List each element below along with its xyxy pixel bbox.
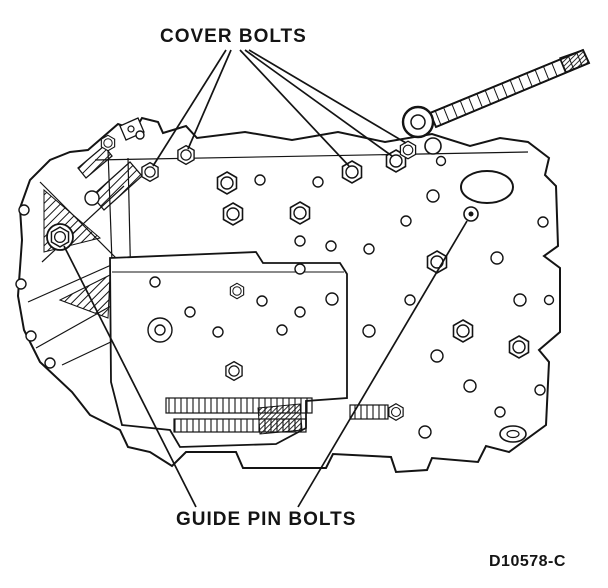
bolt-hole [463, 379, 477, 393]
bracket-pin [127, 125, 135, 133]
bolt-hole [513, 293, 527, 307]
bolt-hole [294, 263, 306, 275]
bolt-hole [430, 349, 444, 363]
valve-body-casting [16, 116, 561, 474]
cover-bolt [216, 171, 238, 195]
cover-bolts-leader [187, 49, 232, 150]
bolt-hole [362, 324, 376, 338]
cover-bolt [177, 144, 195, 166]
cover-bolt [399, 140, 417, 160]
bolt-hole [294, 235, 306, 247]
bolt-hole [490, 251, 504, 265]
hex-bolt [100, 134, 116, 152]
lever-bracket [77, 145, 113, 179]
bolt-hole [149, 276, 161, 288]
large-oval-opening [460, 170, 514, 204]
bolt-hole [494, 406, 506, 418]
cover-bolts-leader [244, 49, 393, 157]
accumulator-pin [154, 324, 166, 336]
bolt-holes [15, 130, 555, 439]
cover-bolts-label: COVER BOLTS [160, 26, 307, 47]
cover-bolts-leader [239, 49, 350, 167]
bolt-hole [426, 189, 440, 203]
wrench-head [401, 105, 435, 139]
guide-pin-left [46, 223, 74, 251]
bolt-hole [363, 243, 375, 255]
bolt-hole [212, 326, 224, 338]
guide-pin-leader [63, 245, 197, 508]
cover-bolts-leader [152, 49, 227, 167]
ratchet-knob [424, 137, 442, 155]
bolt-hole [418, 425, 432, 439]
hatch-block [257, 403, 303, 435]
edge-boss [25, 330, 37, 342]
hex-bolt [289, 201, 311, 225]
bolt-hole [325, 292, 339, 306]
bolt-hole [400, 215, 412, 227]
wrench-head-socket [410, 114, 426, 130]
spring-roller [84, 190, 100, 206]
bolt-hole [404, 294, 416, 306]
figure-number: D10578-C [489, 553, 566, 570]
bolt-hole [312, 176, 324, 188]
edge-boss [18, 204, 30, 216]
oval-pad [499, 425, 527, 443]
hex-bolt [508, 335, 530, 359]
edge-boss [15, 278, 27, 290]
bolt-hole [543, 294, 555, 306]
guide-pin-right [463, 206, 479, 222]
guide-pin-bolts-label: GUIDE PIN BOLTS [176, 509, 357, 530]
oval-pad-inner [506, 429, 520, 439]
cover-bolt [141, 161, 159, 183]
guide-pins [46, 206, 479, 251]
top-edge-rib [94, 151, 529, 161]
stud-nut [388, 403, 404, 421]
leader-lines [63, 49, 468, 508]
cover-bolts-leader [248, 49, 407, 144]
edge-boss [44, 357, 56, 369]
bolt-hole [254, 174, 266, 186]
ratchet-pivot [435, 155, 447, 167]
bolt-hole [294, 306, 306, 318]
cover-bolt [341, 160, 363, 184]
guide-pin-leader [297, 220, 468, 508]
bolt-hole [184, 306, 196, 318]
bolt-hole [534, 384, 546, 396]
bolt-hole [135, 130, 145, 140]
wrench-handle-break [559, 49, 590, 73]
hex-bolt [222, 202, 244, 226]
hex-bolt [452, 319, 474, 343]
threaded-stud [349, 404, 389, 420]
bolt-hole [325, 240, 337, 252]
hex-bolt [225, 360, 243, 382]
bolt-hole [537, 216, 549, 228]
bolt-hole [276, 324, 288, 336]
bolt-hole [256, 295, 268, 307]
hex-bolt [229, 282, 245, 300]
ratchet-wrench [401, 48, 591, 167]
